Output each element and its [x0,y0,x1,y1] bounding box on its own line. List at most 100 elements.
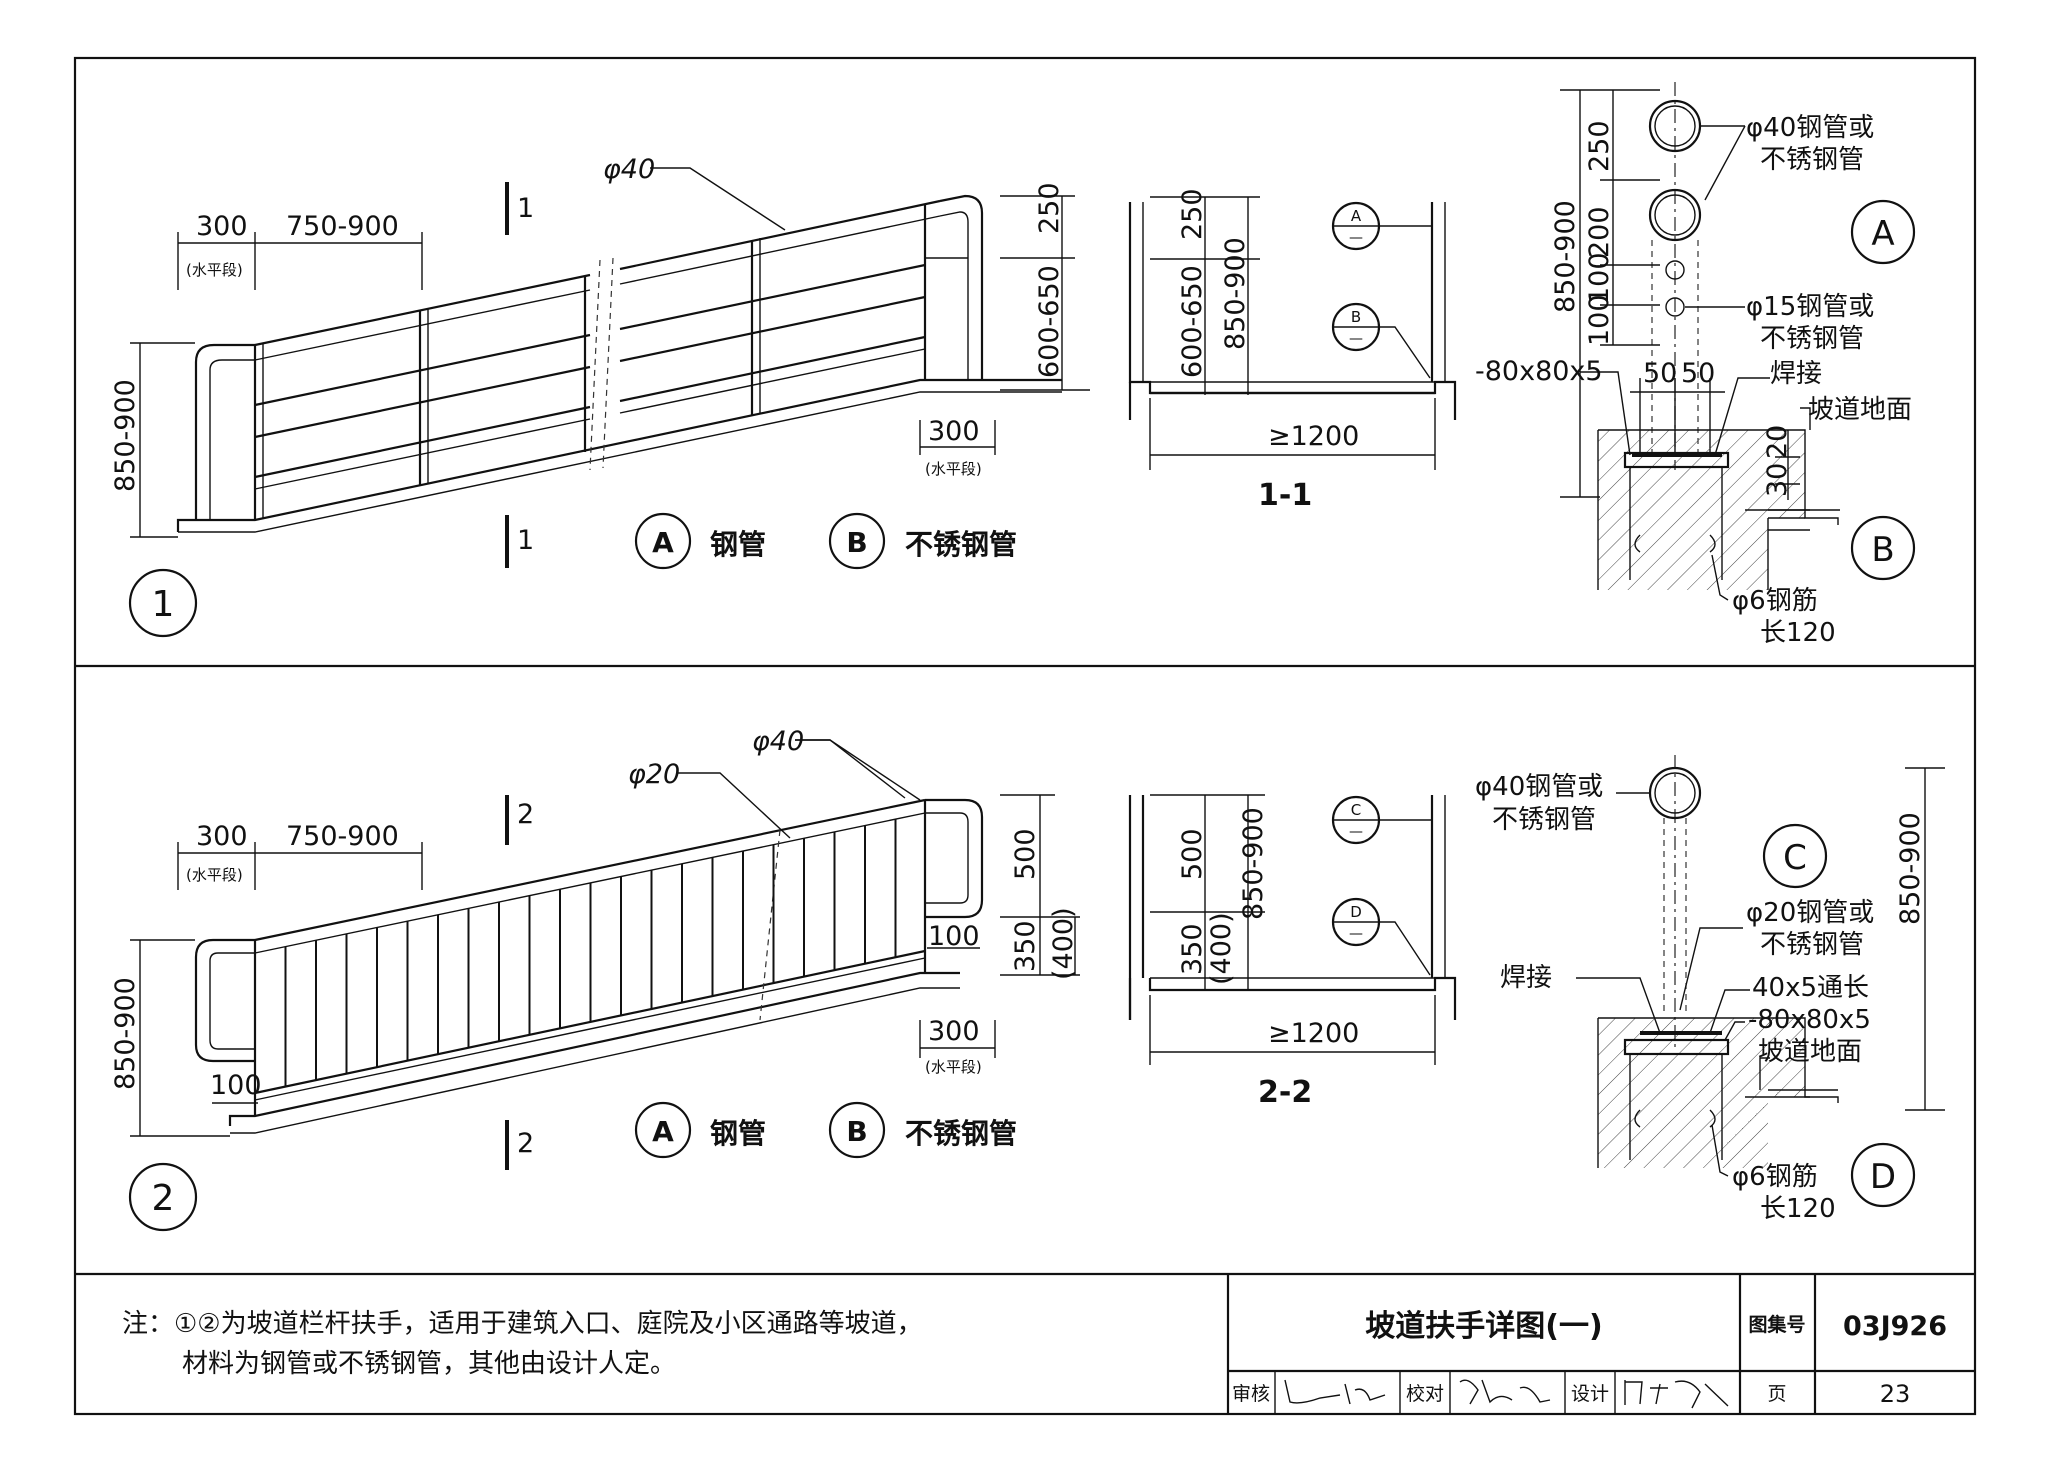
svg-text:100: 100 [210,1070,262,1101]
section2-labels: 500 350 (400) 850-900 ≥1200 2-2 C — D — [1177,801,1363,1110]
svg-text:2: 2 [517,1128,534,1159]
svg-text:页: 页 [1767,1383,1786,1405]
sheet-border [73,56,1977,1416]
svg-text:不锈钢管: 不锈钢管 [1760,930,1864,960]
svg-text:2: 2 [152,1178,175,1219]
svg-text:250: 250 [1177,188,1208,240]
svg-text:250: 250 [1584,120,1615,172]
svg-text:不锈钢管: 不锈钢管 [905,528,1017,561]
svg-text:350: 350 [1177,923,1208,975]
svg-text:—: — [1349,926,1363,942]
svg-text:(水平段): (水平段) [186,866,243,884]
svg-text:850-900: 850-900 [110,379,141,492]
svg-text:40x5通长: 40x5通长 [1752,973,1869,1003]
svg-text:-80x80x5: -80x80x5 [1748,1005,1871,1035]
detail-a-marker: A [1850,199,1916,265]
railing-elevation-2 [130,739,1080,1170]
svg-text:100: 100 [1584,252,1615,304]
svg-text:审核: 审核 [1232,1383,1270,1405]
svg-text:A: A [1351,207,1362,225]
svg-text:φ20钢管或: φ20钢管或 [1746,898,1874,928]
svg-text:材料为钢管或不锈钢管，其他由设计人定。: 材料为钢管或不锈钢管，其他由设计人定。 [182,1349,676,1379]
svg-text:20: 20 [1762,425,1793,459]
svg-text:焊接: 焊接 [1770,359,1822,389]
section-2-2 [1128,794,1457,1065]
svg-text:坡道地面: 坡道地面 [1808,395,1912,425]
svg-text:长120: 长120 [1760,1194,1836,1224]
svg-text:850-900: 850-900 [1550,200,1581,313]
svg-text:坡道地面: 坡道地面 [1758,1037,1862,1067]
detail-ab-labels: 250 200 100 100 850-900 φ40钢管或 不锈钢管 φ15钢… [1475,113,1912,648]
svg-text:A: A [1871,214,1894,254]
svg-text:2-2: 2-2 [1258,1075,1312,1110]
svg-text:不锈钢管: 不锈钢管 [1760,145,1864,175]
svg-text:不锈钢管: 不锈钢管 [1492,805,1596,835]
svg-text:200: 200 [1584,206,1615,258]
svg-text:50: 50 [1681,358,1715,389]
svg-text:600-650: 600-650 [1177,265,1208,378]
svg-text:D: D [1870,1157,1896,1197]
svg-text:焊接: 焊接 [1500,963,1552,993]
svg-text:≥1200: ≥1200 [1268,1018,1359,1049]
svg-text:长120: 长120 [1760,618,1836,648]
svg-text:(400): (400) [1048,907,1079,980]
svg-text:1: 1 [517,525,534,556]
svg-text:23: 23 [1880,1380,1911,1408]
svg-text:100: 100 [928,921,980,952]
svg-text:φ6钢筋: φ6钢筋 [1732,1162,1818,1192]
drawing1-marker: 1 [128,568,198,638]
title-block [1226,1274,1975,1414]
detail-c-d [1576,755,1945,1177]
svg-text:C: C [1351,801,1361,819]
svg-text:(400): (400) [1206,912,1237,985]
svg-text:850-900: 850-900 [110,977,141,1090]
svg-text:φ20: φ20 [628,759,680,790]
svg-text:校对: 校对 [1406,1383,1444,1405]
svg-text:—: — [1349,230,1363,246]
svg-text:300: 300 [928,416,980,447]
drawing1-labels: 300 750-900 (水平段) φ40 250 600-650 850-90… [110,154,1065,556]
svg-text:1: 1 [517,193,534,224]
svg-text:注：①②为坡道栏杆扶手，适用于建筑入口、庭院及小区通路等坡道: 注：①②为坡道栏杆扶手，适用于建筑入口、庭院及小区通路等坡道， [122,1309,923,1339]
svg-text:250: 250 [1034,182,1065,234]
svg-text:φ15钢管或: φ15钢管或 [1746,292,1874,322]
svg-text:(水平段): (水平段) [186,261,243,279]
svg-text:50: 50 [1643,358,1677,389]
svg-text:(水平段): (水平段) [925,1058,982,1076]
svg-text:钢管: 钢管 [710,528,766,561]
svg-text:600-650: 600-650 [1034,265,1065,378]
svg-text:750-900: 750-900 [286,211,399,242]
svg-text:850-900: 850-900 [1238,807,1269,920]
drawing2-marker: 2 [128,1162,198,1232]
svg-text:(水平段): (水平段) [925,460,982,478]
svg-text:B: B [1351,308,1361,326]
svg-text:钢管: 钢管 [710,1117,766,1150]
svg-text:φ6钢筋: φ6钢筋 [1732,586,1818,616]
svg-text:φ40钢管或: φ40钢管或 [1475,772,1603,802]
railing-elevation-1 [130,167,1090,568]
detail-a-b [1560,82,1840,601]
svg-text:A: A [652,526,674,559]
svg-text:100: 100 [1584,294,1615,346]
svg-text:B: B [846,526,867,559]
svg-text:1: 1 [152,584,175,625]
svg-text:500: 500 [1177,828,1208,880]
baluster-group [284,819,897,1087]
svg-text:D: D [1350,903,1362,921]
legend-2: A 钢管 B 不锈钢管 [634,1101,1017,1159]
section-1-1 [1128,196,1457,470]
svg-text:30: 30 [1762,463,1793,497]
svg-text:850-900: 850-900 [1895,812,1926,925]
svg-text:-80x80x5: -80x80x5 [1475,356,1603,387]
svg-text:2: 2 [517,799,534,830]
svg-text:03J926: 03J926 [1843,1311,1947,1342]
detail-cd-labels: φ40钢管或 不锈钢管 φ20钢管或 不锈钢管 850-900 焊接 40x5通… [1475,772,1926,1224]
drawing2-labels: 300 750-900 (水平段) φ20 φ40 500 350 (400) … [110,726,1079,1159]
svg-text:—: — [1349,331,1363,347]
svg-text:φ40: φ40 [752,726,804,757]
detail-b-marker: B [1850,515,1916,581]
svg-text:φ40钢管或: φ40钢管或 [1746,113,1874,143]
svg-text:350: 350 [1010,920,1041,972]
section1-labels: 250 600-650 850-900 ≥1200 1-1 A — B — [1177,188,1363,513]
